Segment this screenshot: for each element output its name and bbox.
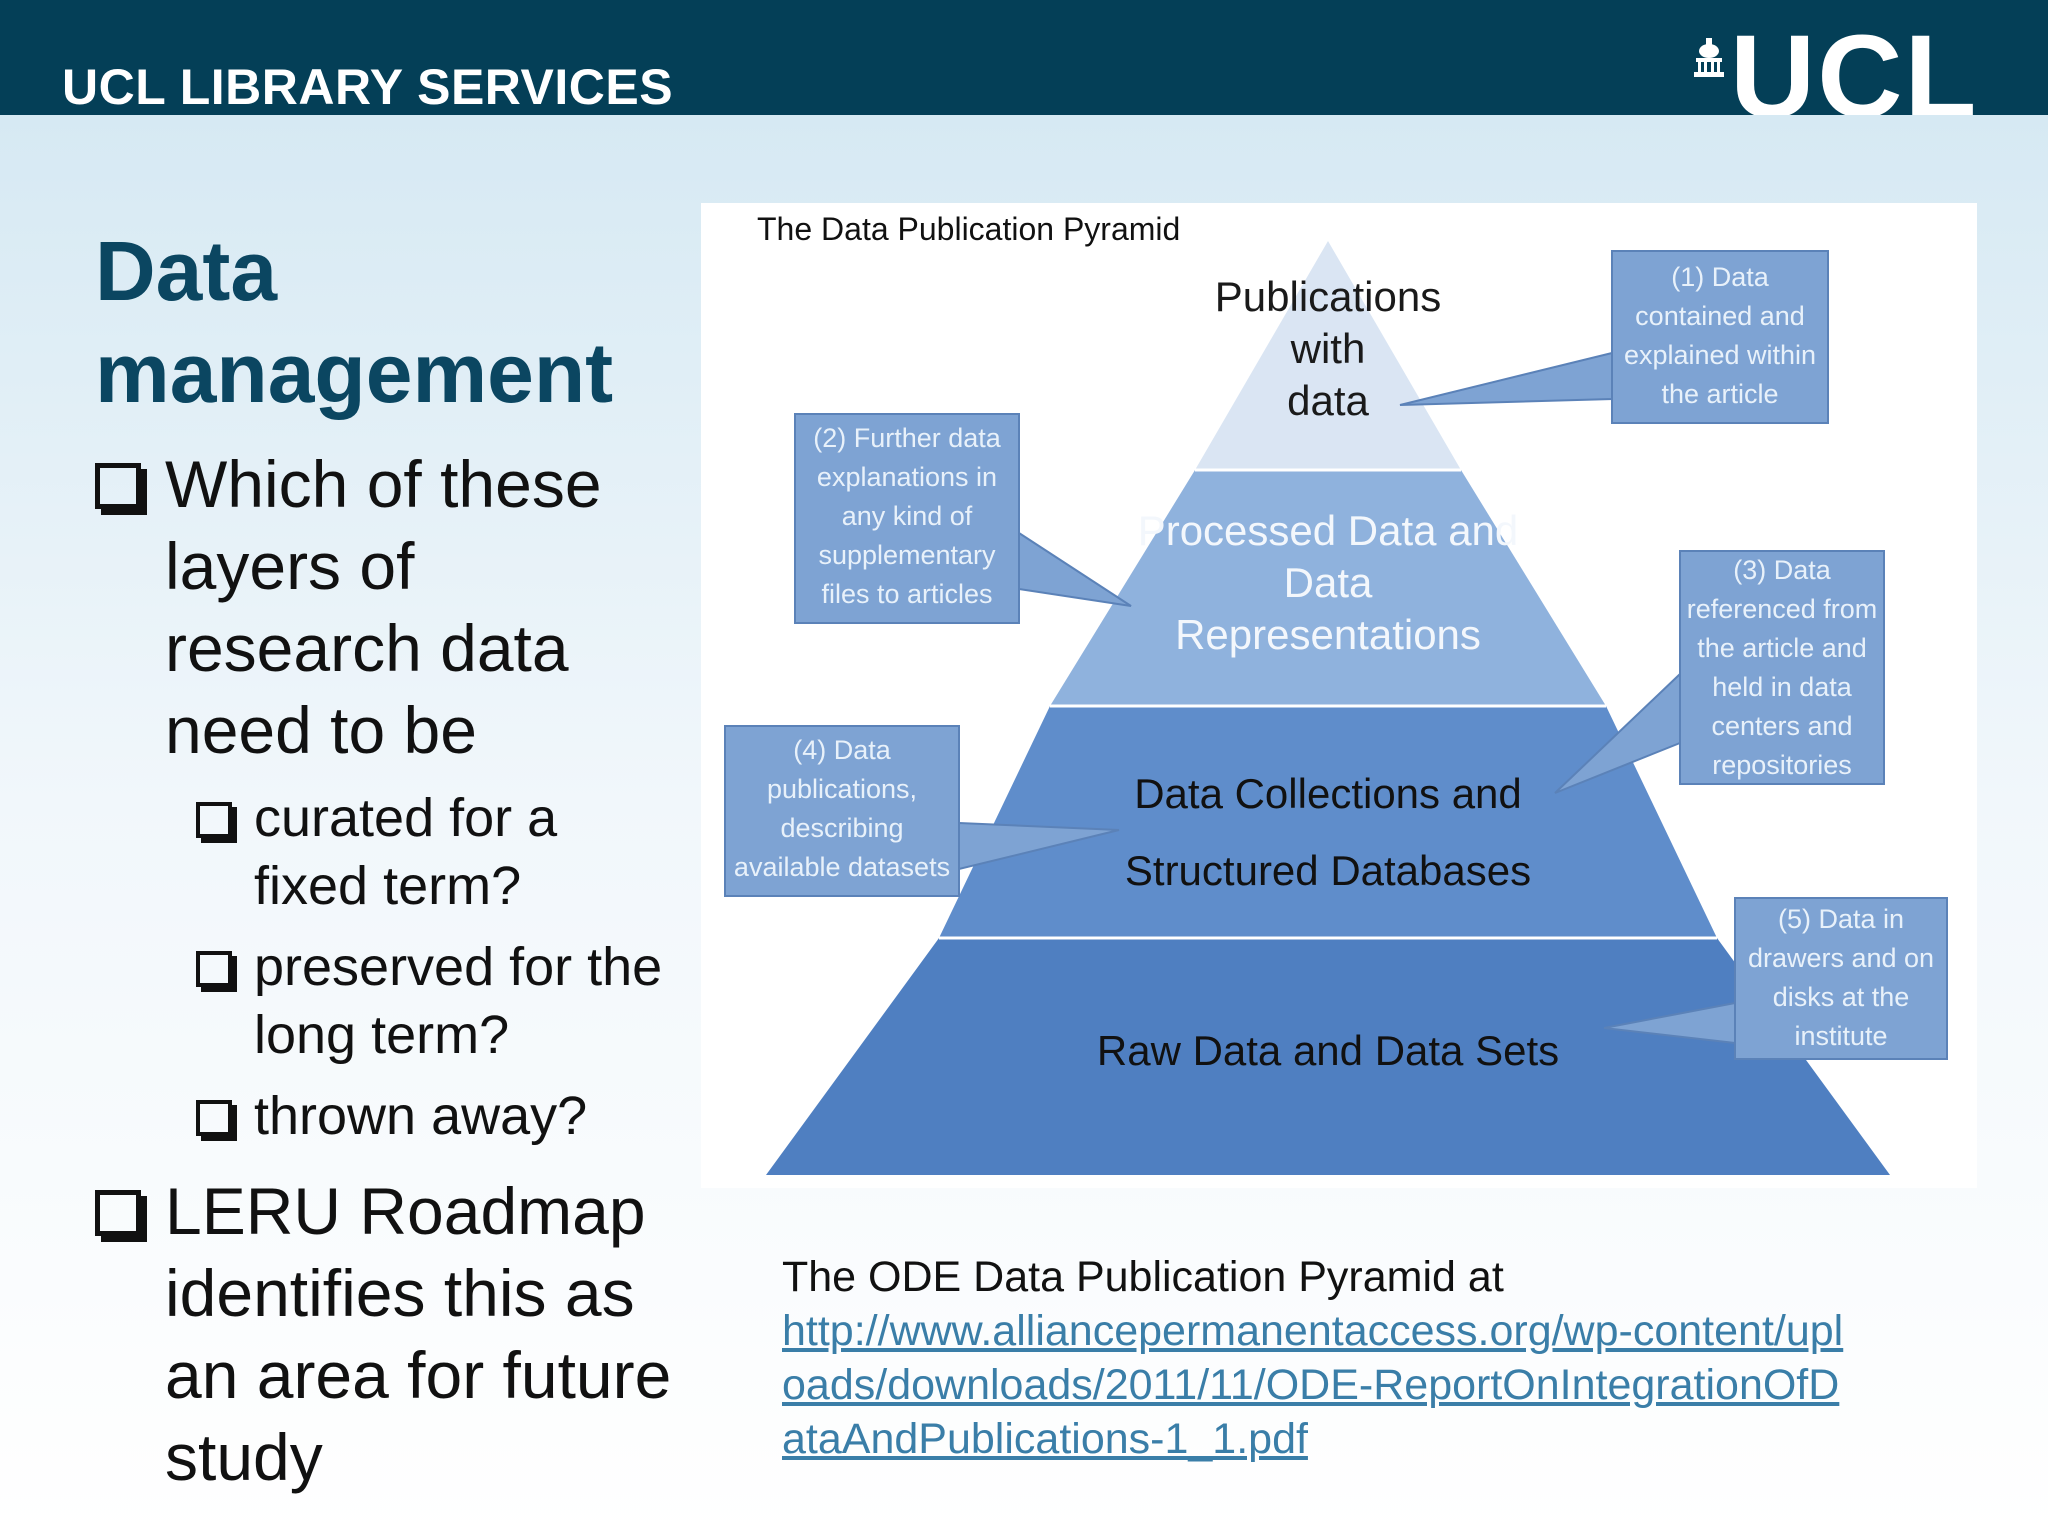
ucl-logo-text: UCL xyxy=(1730,28,1979,115)
bullet-leru-roadmap: LERU Roadmap identifies this as an area … xyxy=(95,1170,725,1498)
sub-bullet-text: thrown away? xyxy=(254,1086,588,1146)
callout-1 xyxy=(1399,250,1829,424)
layer-label-publications: Publications with data xyxy=(1214,273,1442,424)
header-band: UCL LIBRARY SERVICES UCL xyxy=(0,0,2048,115)
figure-caption: The ODE Data Publication Pyramid at http… xyxy=(782,1250,1982,1466)
pyramid-graphic xyxy=(724,241,1948,1175)
layer-label-collections: Data Collections and Structured Database… xyxy=(1124,770,1532,894)
figure-title: The Data Publication Pyramid xyxy=(757,211,1181,247)
checkbox-bullet-icon xyxy=(95,463,147,515)
layer-label-processed: Processed Data and Data Representations xyxy=(1137,507,1519,658)
callout-4-text: (4) Data publications, describing availa… xyxy=(733,735,951,882)
checkbox-bullet-icon xyxy=(95,1190,147,1242)
callout-3-text: (3) Data referenced from the article and… xyxy=(1686,555,1878,780)
layer-label-raw: Raw Data and Data Sets xyxy=(1096,1027,1560,1074)
checkbox-bullet-icon xyxy=(196,951,237,992)
checkbox-bullet-icon xyxy=(196,802,237,843)
sub-bullet-thrown-away: thrown away? xyxy=(196,1082,674,1150)
callout-1-text: (1) Data contained and explained within … xyxy=(1623,262,1817,409)
sub-bullet-text: curated for a fixed term? xyxy=(254,788,558,916)
callout-4 xyxy=(724,725,1120,897)
sub-bullet-fixed-term: curated for a fixed term? xyxy=(196,784,674,920)
ucl-logo: UCL xyxy=(1692,28,1987,115)
bullet-text: Which of these layers of research data n… xyxy=(165,447,602,767)
callout-3 xyxy=(1554,550,1885,794)
checkbox-bullet-icon xyxy=(196,1100,237,1141)
data-publication-pyramid-figure: The Data Publication Pyramid Publication… xyxy=(701,203,1977,1188)
sub-bullet-long-term: preserved for the long term? xyxy=(196,933,674,1069)
pyramid-layer-collections xyxy=(939,706,1717,938)
header-title: UCL LIBRARY SERVICES xyxy=(62,59,674,115)
caption-text: The ODE Data Publication Pyramid at xyxy=(782,1253,1504,1301)
portico-icon xyxy=(1694,38,1724,77)
callout-2 xyxy=(794,413,1132,624)
callout-2-text: (2) Further data explanations in any kin… xyxy=(813,423,1001,609)
sub-bullet-text: preserved for the long term? xyxy=(254,937,663,1065)
slide-title: Data management xyxy=(95,224,614,420)
pyramid-layer-raw xyxy=(766,938,1890,1175)
pyramid-layer-publications xyxy=(1195,241,1461,470)
pyramid-layer-processed xyxy=(1050,470,1606,706)
callout-5 xyxy=(1603,897,1948,1060)
callout-5-text: (5) Data in drawers and on disks at the … xyxy=(1747,904,1935,1051)
bullet-text: LERU Roadmap identifies this as an area … xyxy=(165,1174,672,1494)
ode-report-link[interactable]: http://www.alliancepermanentaccess.org/w… xyxy=(782,1307,1844,1463)
bullet-layers-question: Which of these layers of research data n… xyxy=(95,443,685,771)
